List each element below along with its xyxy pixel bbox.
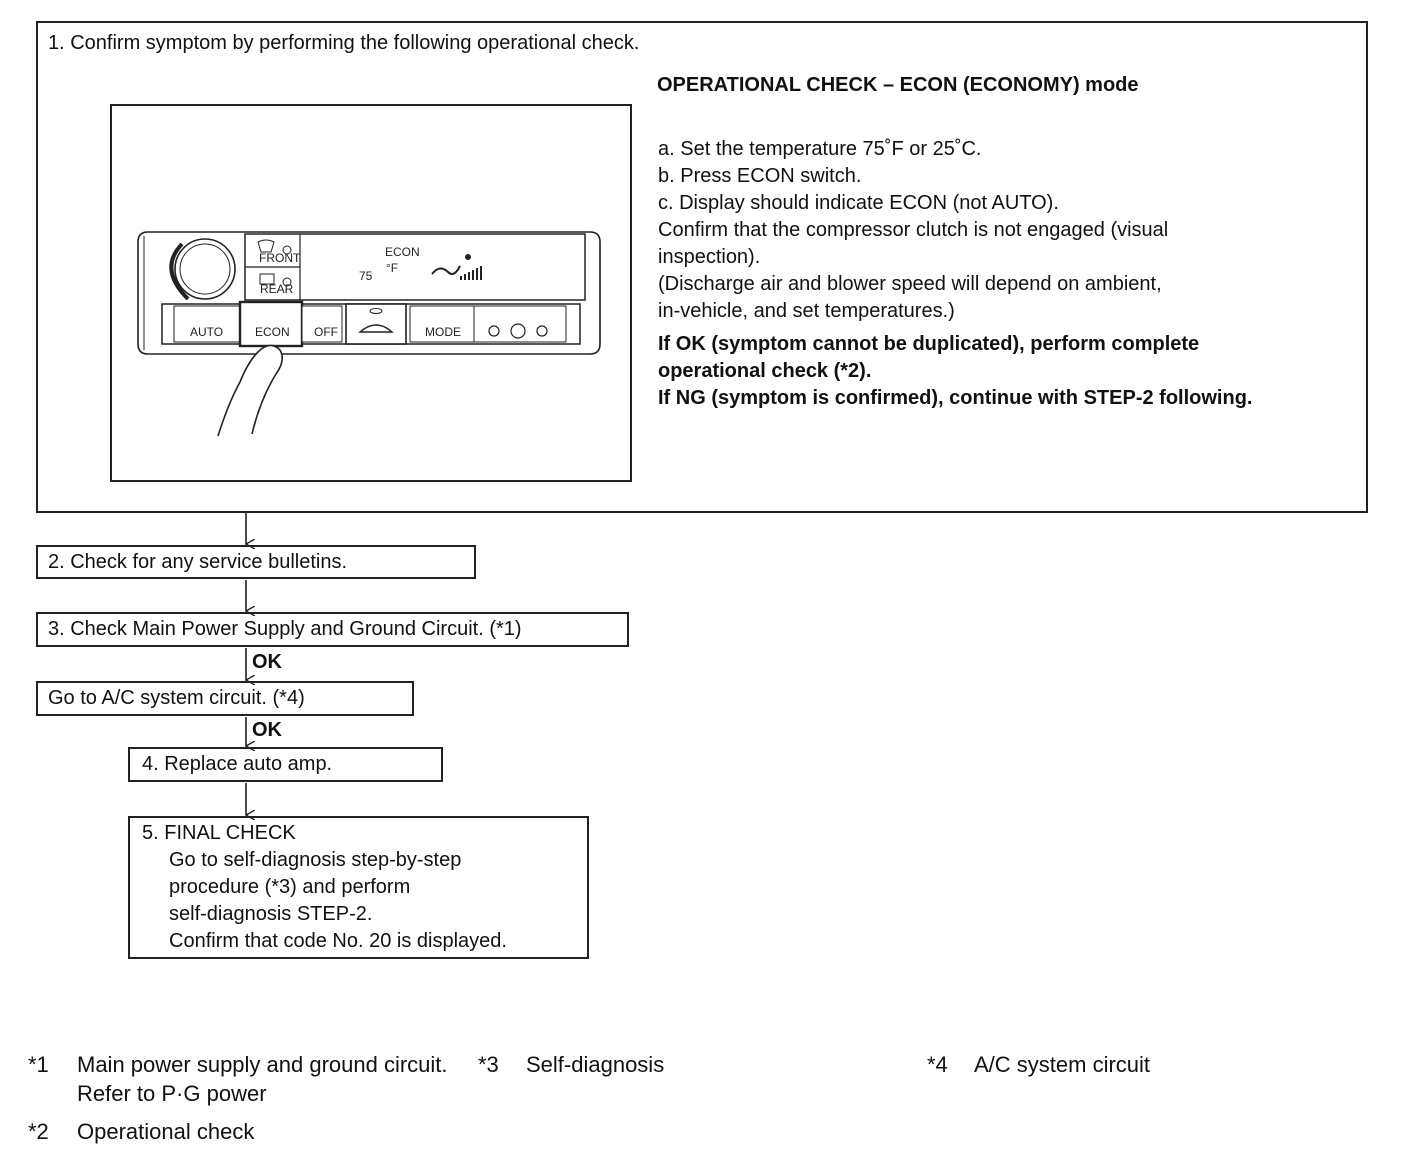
step3-box	[36, 612, 629, 647]
econ-button-label: ECON	[255, 325, 290, 339]
footnote-text: Self-diagnosis	[526, 1052, 665, 1077]
footnote-mark: *1	[28, 1052, 49, 1077]
step5-line: Confirm that code No. 20 is displayed.	[169, 930, 507, 952]
display-temp-unit: °F	[386, 261, 398, 275]
footnote-text: Main power supply and ground circuit.	[77, 1052, 448, 1077]
step4-box	[128, 747, 443, 782]
control-panel-illustration: FRONT REAR ECON 75 °F AUTO ECON OFF MODE	[110, 104, 632, 482]
step3-text: 3. Check Main Power Supply and Ground Ci…	[48, 618, 522, 640]
footnote-text: A/C system circuit	[974, 1052, 1151, 1077]
temperature-dial-icon	[174, 238, 236, 300]
instruction-line: (Discharge air and blower speed will dep…	[658, 273, 1162, 295]
ok-label: OK	[252, 651, 282, 673]
result-line: If NG (symptom is confirmed), continue w…	[658, 387, 1253, 409]
result-line: operational check (*2).	[658, 360, 872, 382]
step5-box	[128, 816, 589, 959]
mode-button-label: MODE	[425, 325, 461, 339]
goto-ac-box	[36, 681, 414, 716]
airflow-icon	[431, 254, 471, 275]
footnote-mark: *3	[478, 1052, 499, 1077]
instruction-line: b. Press ECON switch.	[658, 165, 862, 187]
rear-defrost-icon	[259, 273, 292, 287]
goto-ac-text: Go to A/C system circuit. (*4)	[48, 687, 305, 709]
step2-box	[36, 545, 476, 579]
step5-title: 5. FINAL CHECK	[142, 822, 296, 844]
instruction-line: Confirm that the compressor clutch is no…	[658, 219, 1169, 241]
recirculation-icon	[358, 308, 394, 333]
rear-label: REAR	[260, 282, 294, 296]
instruction-line: c. Display should indicate ECON (not AUT…	[658, 192, 1059, 214]
instruction-line: a. Set the temperature 75˚F or 25˚C.	[658, 138, 982, 160]
finger-icon	[217, 344, 284, 437]
front-label: FRONT	[259, 251, 301, 265]
instruction-line: inspection).	[658, 246, 761, 268]
off-button-label: OFF	[314, 325, 338, 339]
step2-text: 2. Check for any service bulletins.	[48, 551, 348, 573]
fan-control-icon	[488, 323, 548, 339]
ok-label: OK	[252, 719, 282, 741]
auto-button-label: AUTO	[190, 325, 223, 339]
step5-line: procedure (*3) and perform	[169, 876, 411, 898]
footnote-text: Operational check	[77, 1119, 255, 1144]
instruction-line: in-vehicle, and set temperatures.)	[658, 300, 955, 322]
operational-check-heading: OPERATIONAL CHECK – ECON (ECONOMY) mode	[657, 74, 1139, 96]
step4-text: 4. Replace auto amp.	[142, 753, 333, 775]
step1-title: 1. Confirm symptom by performing the fol…	[48, 32, 640, 54]
step5-line: Go to self-diagnosis step-by-step	[169, 849, 462, 871]
front-defrost-icon	[257, 239, 292, 255]
step5-line: self-diagnosis STEP-2.	[169, 903, 373, 925]
footnote-mark: *2	[28, 1119, 49, 1144]
footnote-mark: *4	[927, 1052, 948, 1077]
fan-speed-icon	[460, 266, 482, 280]
result-line: If OK (symptom cannot be duplicated), pe…	[658, 333, 1200, 355]
footnote-text: Refer to P·G power	[77, 1081, 267, 1106]
display-econ: ECON	[385, 245, 420, 259]
display-temp: 75	[359, 269, 373, 283]
